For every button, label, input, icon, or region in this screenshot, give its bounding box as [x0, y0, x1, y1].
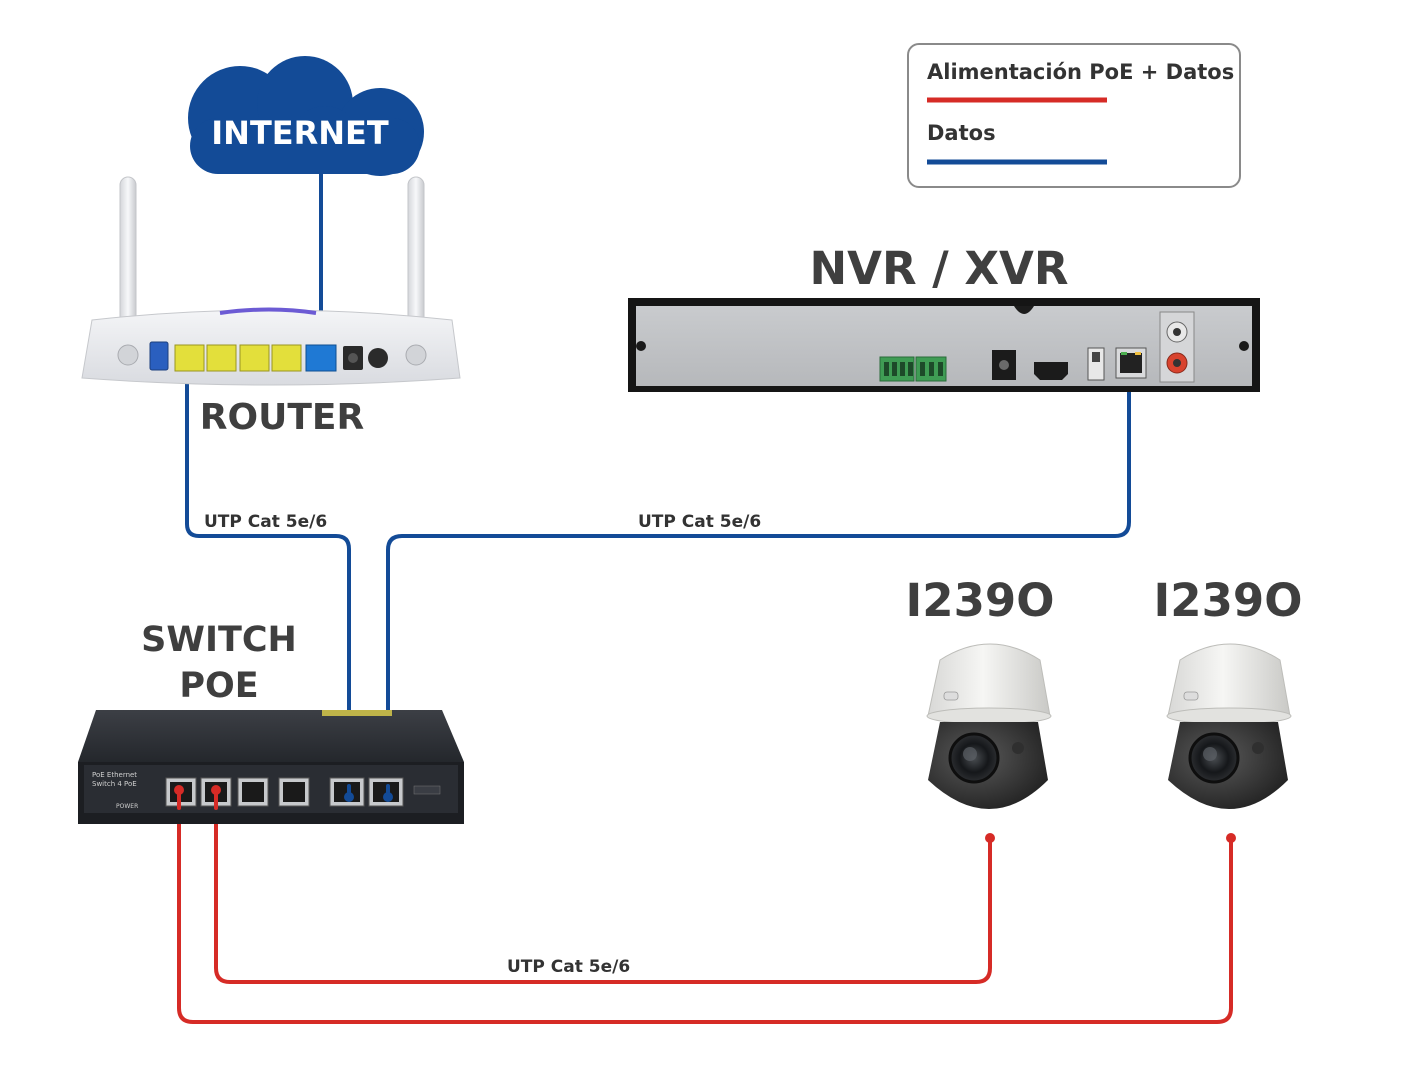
- svg-text:POWER: POWER: [116, 803, 138, 810]
- router: [81, 176, 461, 386]
- cable-router-switch: [185, 364, 351, 797]
- cables: [177, 158, 1236, 1024]
- cable-label-router-switch: UTP Cat 5e/6: [204, 512, 327, 532]
- nvr: [628, 298, 1260, 392]
- camera1: [926, 643, 1052, 809]
- switch-label-line2: POE: [179, 666, 258, 706]
- legend-poe-label: Alimentación PoE + Datos: [927, 60, 1234, 84]
- router-wan-port: [305, 344, 337, 372]
- router-lan-port-3: [239, 344, 270, 372]
- cable-end-camera1: [985, 833, 995, 843]
- cable-switch-camera1: [214, 790, 992, 984]
- cable-label-nvr-switch: UTP Cat 5e/6: [638, 512, 761, 532]
- router-lan-port-1: [174, 344, 205, 372]
- switch-poe-ports: [165, 777, 310, 807]
- legend: Alimentación PoE + Datos Datos: [907, 43, 1241, 188]
- cable-switch-camera2: [177, 790, 1233, 1024]
- internet-cloud: INTERNET: [188, 56, 424, 176]
- switch-poe: PoE Ethernet Switch 4 PoE POWER: [78, 710, 464, 824]
- internet-label: INTERNET: [211, 114, 389, 152]
- cable-label-switch-cameras: UTP Cat 5e/6: [507, 957, 630, 977]
- router-lan-port-2: [206, 344, 237, 372]
- svg-text:PoE Ethernet: PoE Ethernet: [92, 771, 137, 779]
- camera1-label: I239O: [906, 574, 1055, 627]
- router-label: ROUTER: [200, 397, 364, 438]
- svg-text:Switch 4 PoE: Switch 4 PoE: [92, 780, 137, 788]
- camera2: [1166, 643, 1292, 809]
- camera2-label: I239O: [1154, 574, 1303, 627]
- router-lan-port-4: [271, 344, 302, 372]
- switch-label-line1: SWITCH: [141, 620, 297, 660]
- cable-end-camera2: [1226, 833, 1236, 843]
- nvr-label: NVR / XVR: [809, 242, 1068, 295]
- cable-nvr-switch: [386, 366, 1131, 797]
- legend-data-label: Datos: [927, 121, 996, 145]
